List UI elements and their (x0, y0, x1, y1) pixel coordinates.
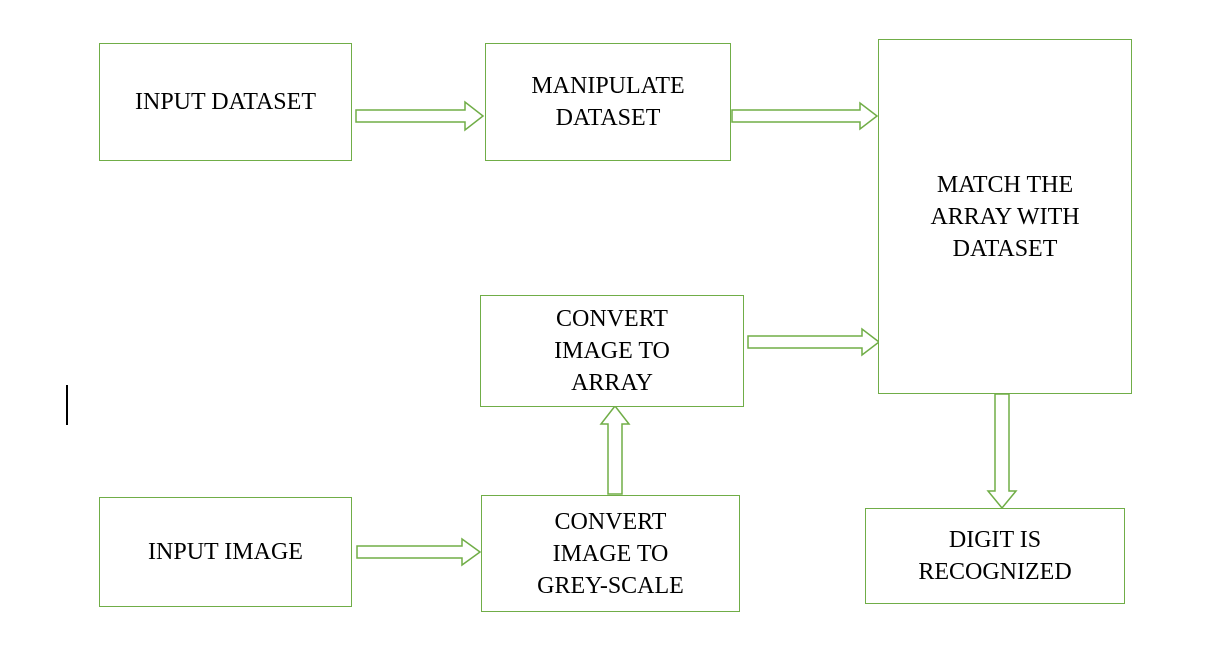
convert-to-greyscale-box: CONVERT IMAGE TO GREY-SCALE (481, 495, 740, 612)
input-image-label: INPUT IMAGE (148, 539, 303, 565)
arrow-greyscale-to-array (599, 404, 631, 495)
input-image-box: INPUT IMAGE (99, 497, 352, 607)
digit-recognized-label: DIGIT IS RECOGNIZED (918, 527, 1072, 585)
convert-to-array-box: CONVERT IMAGE TO ARRAY (480, 295, 744, 407)
arrow-match-to-digit (986, 393, 1018, 510)
convert-to-greyscale-label: CONVERT IMAGE TO GREY-SCALE (537, 508, 684, 599)
match-array-box: MATCH THE ARRAY WITH DATASET (878, 39, 1132, 394)
match-array-label: MATCH THE ARRAY WITH DATASET (930, 171, 1080, 262)
manipulate-dataset-box: MANIPULATE DATASET (485, 43, 731, 161)
input-dataset-label: INPUT DATASET (135, 89, 316, 115)
arrow-array-to-match (747, 327, 881, 357)
manipulate-dataset-label: MANIPULATE DATASET (531, 73, 685, 131)
arrow-input-dataset-to-manipulate (355, 100, 485, 132)
digit-recognized-box: DIGIT IS RECOGNIZED (865, 508, 1125, 604)
input-dataset-box: INPUT DATASET (99, 43, 352, 161)
text-cursor (66, 385, 68, 425)
arrow-input-image-to-greyscale (356, 537, 482, 567)
convert-to-array-label: CONVERT IMAGE TO ARRAY (554, 306, 670, 396)
arrow-manipulate-to-match (731, 101, 879, 131)
